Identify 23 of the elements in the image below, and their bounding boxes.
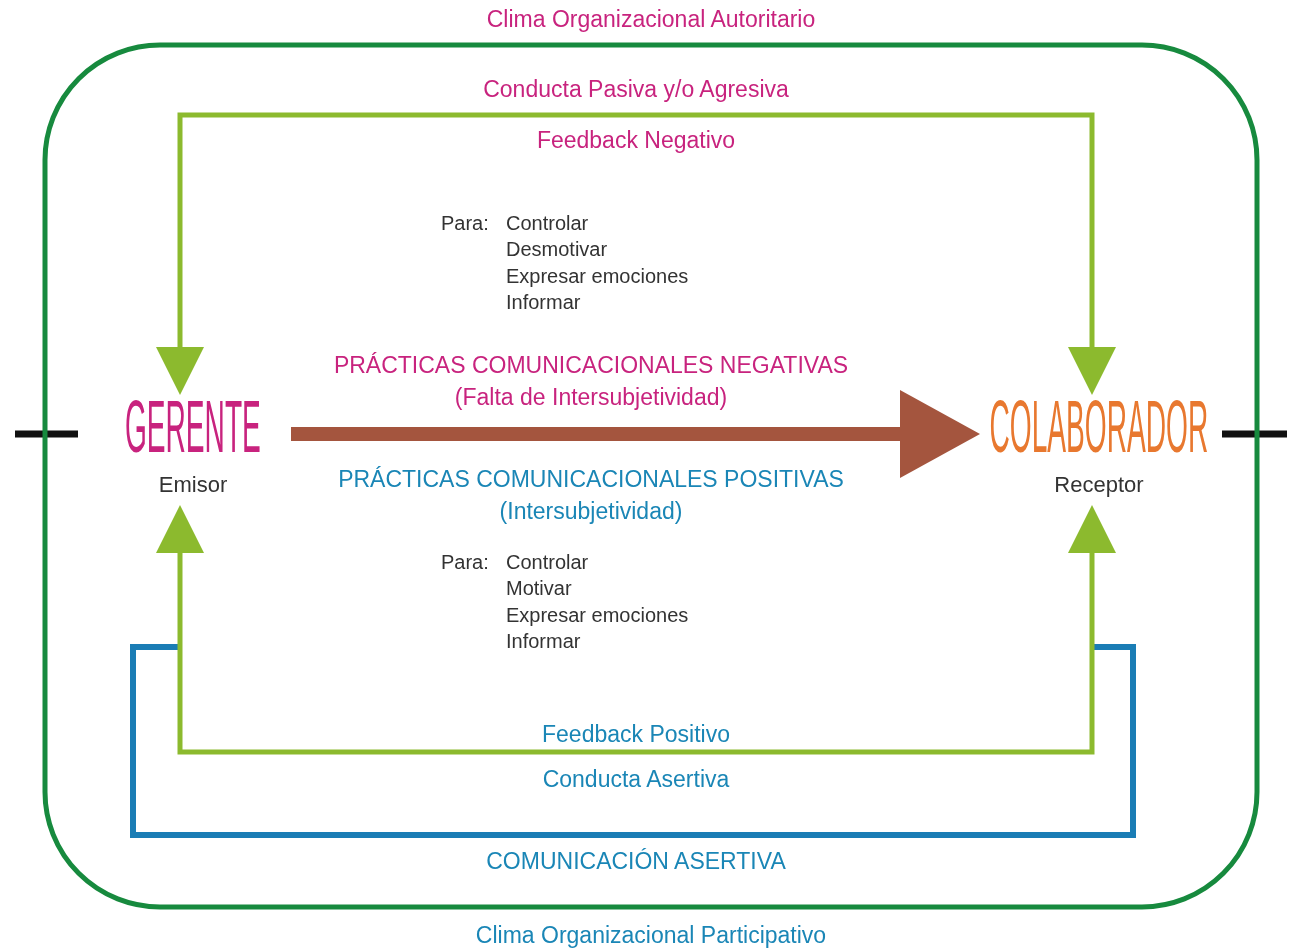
climate-title: Clima Organizacional Autoritario <box>485 5 817 34</box>
list-text: Informar <box>506 629 581 654</box>
role-subtitle: Emisor <box>158 471 228 499</box>
list-text: Desmotivar <box>506 237 608 262</box>
list-text: Motivar <box>506 576 572 601</box>
role-heading: GERENTE <box>124 395 262 459</box>
annotation-text: Conducta Asertiva <box>542 765 730 794</box>
list-text: Expresar emociones <box>506 603 689 628</box>
annotation-text: Conducta Pasiva y/o Agresiva <box>483 75 789 104</box>
climate-title: Clima Organizacional Participativo <box>474 921 828 950</box>
annotation-text: COMUNICACIÓN ASERTIVA <box>486 847 786 876</box>
list-text: Para: <box>441 550 489 575</box>
annotation-text: PRÁCTICAS COMUNICACIONALES NEGATIVAS <box>333 351 849 380</box>
arrow <box>156 112 1116 395</box>
role-heading: COLABORADOR <box>988 395 1210 459</box>
arrow <box>156 505 1116 755</box>
list-text: Para: <box>441 211 489 236</box>
role-subtitle: Receptor <box>1054 471 1144 499</box>
annotation-text: (Intersubjetividad) <box>499 497 683 526</box>
list-text: Controlar <box>506 211 589 236</box>
list-text: Controlar <box>506 550 589 575</box>
list-text: Expresar emociones <box>506 264 689 289</box>
list-text: Informar <box>506 290 581 315</box>
